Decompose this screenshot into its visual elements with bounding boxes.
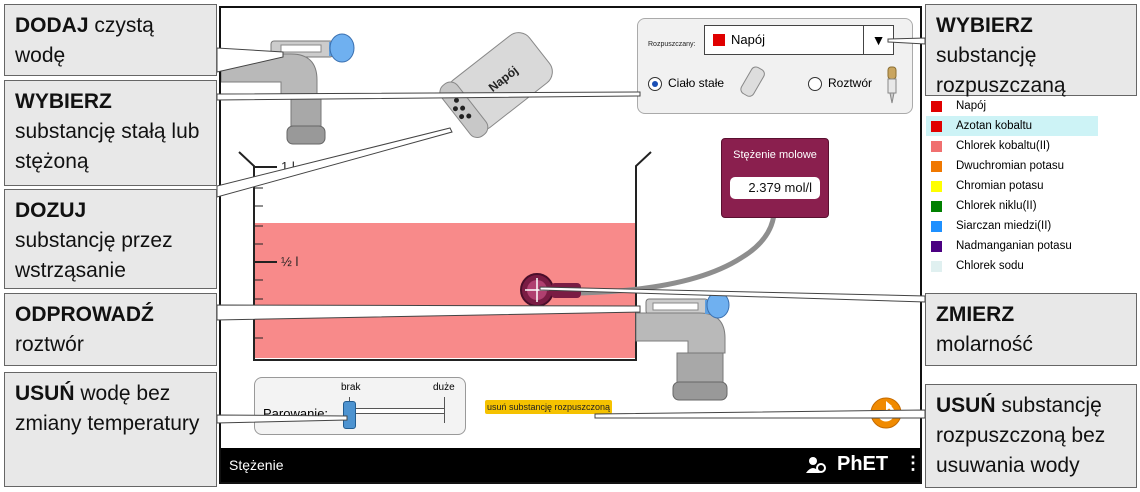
solute-option[interactable]: Chlorek kobaltu(II) — [926, 136, 1098, 156]
evap-min-label: brak — [341, 382, 361, 393]
evap-max-tick — [444, 397, 445, 423]
solute-option[interactable]: Chromian potasu — [926, 176, 1098, 196]
evap-max-label: duże — [433, 382, 455, 393]
callout-measure-text: molarność — [936, 333, 1033, 356]
solute-option[interactable]: Chlorek sodu — [926, 256, 1098, 276]
callout-choose-solid-bold: WYBIERZ — [15, 90, 112, 113]
callout-evaporate-text: wodę bez zmiany temperatury — [15, 382, 200, 435]
phet-logo[interactable]: PhET — [837, 453, 889, 475]
callout-shake: DOZUJ substancję przez wstrząsanie — [4, 189, 217, 289]
evaporation-label: Parowanie: — [263, 406, 329, 421]
beaker-half-label: ½ l — [281, 254, 298, 269]
callout-add-water-bold: DODAJ — [15, 14, 89, 37]
callout-measure-bold: ZMIERZ — [936, 303, 1015, 326]
callout-add-water-text: czystą wodę — [15, 14, 154, 67]
shaker-small-icon — [740, 66, 765, 97]
solute-option-swatch — [931, 121, 942, 132]
solute-option-swatch — [931, 201, 942, 212]
solute-option[interactable]: Siarczan miedzi(II) — [926, 216, 1098, 236]
solute-option[interactable]: Azotan kobaltu — [926, 116, 1098, 136]
solute-option[interactable]: Napój — [926, 96, 1098, 116]
solute-option-label: Nadmanganian potasu — [956, 240, 1072, 252]
callout-drain: ODPROWADŹ roztwór — [4, 293, 217, 366]
solute-option-swatch — [931, 141, 942, 152]
callout-measure: ZMIERZ molarność — [925, 293, 1137, 366]
solute-option-label: Chlorek niklu(II) — [956, 200, 1037, 212]
remove-solute-button[interactable]: usuń substancję rozpuszczoną — [485, 400, 612, 414]
callout-drain-text: roztwór — [15, 333, 84, 356]
solute-option-label: Chlorek sodu — [956, 260, 1024, 272]
callout-choose-solute: WYBIERZ substancję rozpuszczaną — [925, 4, 1137, 97]
meter-value: 2.379 mol/l — [730, 177, 820, 199]
faucet-knob-icon[interactable] — [329, 33, 355, 63]
evaporation-track — [349, 408, 445, 414]
reset-icon[interactable] — [870, 397, 902, 429]
solution-radio-label: Roztwór — [828, 76, 873, 90]
drain-faucet[interactable] — [635, 298, 728, 401]
chevron-down-icon[interactable]: ▼ — [863, 26, 893, 54]
user-settings-icon[interactable] — [805, 456, 827, 474]
menu-icon[interactable]: ⋮ — [904, 453, 922, 473]
sim-title: Stężenie — [229, 457, 284, 473]
solute-panel: Rozpuszczany: Napój ▼ Ciało stałe Roztwó… — [637, 18, 913, 114]
callout-shake-bold: DOZUJ — [15, 199, 87, 222]
solid-radio-label: Ciało stałe — [668, 76, 725, 90]
solute-option-label: Chlorek kobaltu(II) — [956, 140, 1050, 152]
callout-choose-solid: WYBIERZ substancję stałą lub stężoną — [4, 80, 217, 186]
callout-remove-solute-bold: USUŃ — [936, 394, 996, 417]
evaporation-panel: Parowanie: brak duże — [254, 377, 466, 435]
solute-option-swatch — [931, 181, 942, 192]
concentration-meter[interactable]: Stężenie molowe 2.379 mol/l — [721, 138, 829, 218]
solid-radio[interactable] — [648, 77, 662, 91]
solute-option-swatch — [931, 241, 942, 252]
dropper-icon — [887, 66, 897, 104]
beaker-full-label: 1 l — [281, 159, 295, 174]
solute-option-label: Chromian potasu — [956, 180, 1044, 192]
solute-option-label: Siarczan miedzi(II) — [956, 220, 1052, 232]
solute-option-swatch — [931, 101, 942, 112]
solute-option-label: Napój — [956, 100, 987, 112]
callout-remove-solute-text: substancję rozpuszczoną bez usuwania wod… — [936, 394, 1106, 477]
solute-selected: Napój — [731, 32, 765, 47]
solute-option-swatch — [931, 221, 942, 232]
callout-remove-solute: USUŃ substancję rozpuszczoną bez usuwani… — [925, 384, 1137, 488]
callout-choose-solid-text: substancję stałą lub stężoną — [15, 120, 200, 173]
callout-choose-solute-text: substancję rozpuszczaną — [936, 44, 1066, 97]
callout-evaporate-bold: USUŃ — [15, 382, 75, 405]
evaporation-slider[interactable] — [343, 401, 356, 429]
solution-radio[interactable] — [808, 77, 822, 91]
solute-label: Rozpuszczany: — [648, 41, 696, 48]
water-faucet[interactable] — [221, 40, 334, 145]
solute-option-swatch — [931, 261, 942, 272]
callout-add-water: DODAJ czystą wodę — [4, 4, 217, 76]
solute-option[interactable]: Nadmanganian potasu — [926, 236, 1098, 256]
meter-label: Stężenie molowe — [733, 149, 817, 161]
callout-drain-bold: ODPROWADŹ — [15, 303, 154, 326]
callout-choose-solute-bold: WYBIERZ — [936, 14, 1033, 37]
solute-shaker[interactable]: Napój — [436, 25, 559, 141]
solute-combo-box[interactable]: Napój ▼ — [704, 25, 894, 55]
solute-option[interactable]: Dwuchromian potasu — [926, 156, 1098, 176]
solute-color-swatch — [713, 34, 725, 46]
callout-evaporate: USUŃ wodę bez zmiany temperatury — [4, 372, 217, 487]
navigation-bar: Stężenie PhET ⋮ — [221, 448, 920, 482]
solute-option-label: Dwuchromian potasu — [956, 160, 1065, 172]
callout-shake-text: substancję przez wstrząsanie — [15, 229, 173, 282]
solute-option-swatch — [931, 161, 942, 172]
solute-option[interactable]: Chlorek niklu(II) — [926, 196, 1098, 216]
beaker: 1 l ½ l — [238, 151, 652, 361]
simulation-window: Napój 1 l ½ l — [219, 6, 922, 484]
solute-option-label: Azotan kobaltu — [956, 120, 1033, 132]
